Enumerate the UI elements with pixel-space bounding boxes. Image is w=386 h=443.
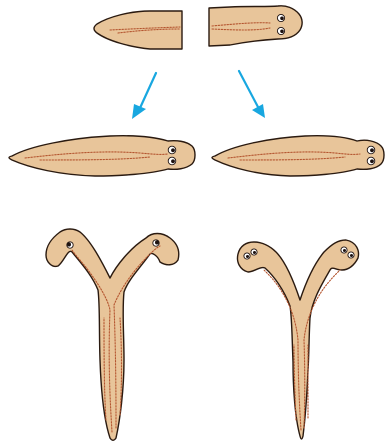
head-fragment bbox=[209, 6, 302, 46]
eye-icon bbox=[244, 253, 250, 259]
eye-icon bbox=[251, 249, 257, 255]
arrow-icon bbox=[239, 71, 265, 118]
eye-icon bbox=[277, 27, 284, 34]
regenerated-worm-left bbox=[9, 136, 195, 176]
eye-icon bbox=[367, 157, 375, 165]
eye-icon bbox=[367, 146, 375, 154]
eye-icon bbox=[67, 242, 73, 248]
eye-icon bbox=[153, 240, 159, 246]
eye-icon bbox=[348, 252, 354, 258]
eye-icon bbox=[341, 247, 347, 253]
eye-icon bbox=[168, 146, 176, 154]
tail-fragment bbox=[94, 11, 182, 49]
two-headed-worm-right bbox=[237, 240, 358, 439]
regenerated-worm-right bbox=[212, 136, 384, 176]
arrow-icon bbox=[132, 73, 156, 119]
eye-icon bbox=[277, 14, 284, 21]
two-headed-worm-left bbox=[46, 229, 179, 440]
eye-icon bbox=[168, 157, 176, 165]
